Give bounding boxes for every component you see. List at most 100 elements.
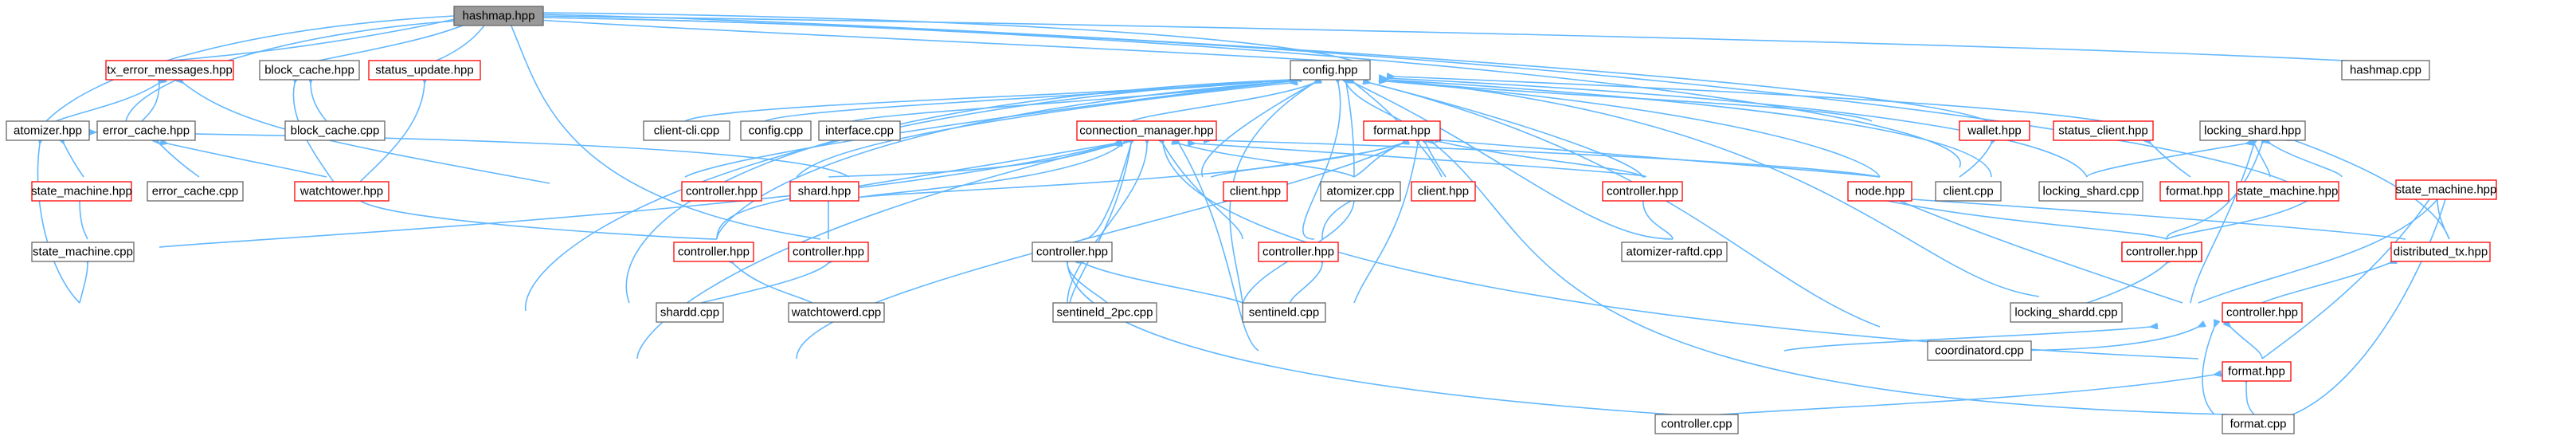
controller-hpp-2-node[interactable]: controller.hpp <box>1602 181 1683 202</box>
node-box <box>294 181 390 202</box>
client-hpp-2-node[interactable]: client.hpp <box>1411 181 1476 202</box>
locking-shard-hpp-node[interactable]: locking_shard.hpp <box>2199 120 2306 141</box>
edge <box>1434 140 1644 178</box>
locking-shardd-cpp-node[interactable]: locking_shardd.cpp <box>2010 302 2123 323</box>
edge <box>848 143 1402 200</box>
connection-manager-hpp-node[interactable]: connection_manager.hpp <box>1076 120 1217 141</box>
controller-hpp-1-node[interactable]: controller.hpp <box>681 181 762 202</box>
edge <box>1302 83 1341 240</box>
state-machine-hpp-3-node[interactable]: state_machine.hpp <box>31 181 132 202</box>
atomizer-raftd-cpp-node[interactable]: atomizer-raftd.cpp <box>1621 242 1728 262</box>
controller-hpp-7-node[interactable]: controller.hpp <box>2121 242 2202 262</box>
controller-cpp-node[interactable]: controller.cpp <box>1654 414 1739 434</box>
format-cpp-node[interactable]: format.cpp <box>2222 414 2295 434</box>
node-label: status_update.hpp <box>375 64 473 77</box>
wallet-hpp-node[interactable]: wallet.hpp <box>1959 120 2030 141</box>
node-label: node.hpp <box>1855 185 1905 198</box>
node-label: config.cpp <box>749 124 803 138</box>
state-machine-hpp-1-node[interactable]: state_machine.hpp <box>2395 179 2497 200</box>
node-box <box>1032 242 1113 262</box>
tx-error-messages-hpp-node[interactable]: tx_error_messages.hpp <box>105 60 234 81</box>
format-hpp-1-node[interactable]: format.hpp <box>1363 120 1441 141</box>
edge <box>543 13 1363 65</box>
node-label: watchtowerd.cpp <box>791 306 882 320</box>
coordinatord-cpp-node[interactable]: coordinatord.cpp <box>1927 340 2032 361</box>
edge <box>1290 263 1322 304</box>
edge <box>1643 199 1674 240</box>
controller-hpp-5-node[interactable]: controller.hpp <box>1032 242 1113 262</box>
hashmap-cpp-node[interactable]: hashmap.cpp <box>2341 60 2430 81</box>
edge <box>1783 327 2151 352</box>
edge <box>141 83 159 122</box>
node-label: client.cpp <box>1943 185 1993 198</box>
node-box <box>368 60 481 81</box>
status-client-hpp-node[interactable]: status_client.hpp <box>2053 120 2154 141</box>
node-label: error_cache.hpp <box>103 124 190 138</box>
edge <box>1210 143 1402 178</box>
edge <box>543 18 2292 184</box>
node-label: wallet.hpp <box>1967 124 2022 138</box>
node-label: locking_shard.hpp <box>2204 124 2301 138</box>
format-hpp-2-node[interactable]: format.hpp <box>2159 181 2230 202</box>
sentineld-cpp-node[interactable]: sentineld.cpp <box>1242 302 1326 323</box>
edge <box>2246 383 2255 415</box>
controller-hpp-6-node[interactable]: controller.hpp <box>1258 242 1339 262</box>
block-cache-hpp-node[interactable]: block_cache.hpp <box>259 60 360 81</box>
node-box <box>1927 340 2032 361</box>
edge <box>1386 78 2088 178</box>
controller-hpp-9-node[interactable]: controller.hpp <box>2222 302 2303 323</box>
node-label: interface.cpp <box>825 124 894 138</box>
watchtowerd-cpp-node[interactable]: watchtowerd.cpp <box>788 302 885 323</box>
node-label: controller.hpp <box>686 185 758 198</box>
format-hpp-3-node[interactable]: format.hpp <box>2222 361 2292 382</box>
node-label: format.hpp <box>1373 124 1431 138</box>
edge <box>96 132 850 178</box>
interface-cpp-node[interactable]: interface.cpp <box>818 120 901 141</box>
client-cpp-node[interactable]: client.cpp <box>1935 181 2002 202</box>
atomizer-cpp-node[interactable]: atomizer.cpp <box>1320 181 1401 202</box>
state-machine-cpp-node[interactable]: state_machine.cpp <box>31 242 135 262</box>
controller-hpp-4-node[interactable]: controller.hpp <box>788 242 869 262</box>
node-label: config.hpp <box>1302 64 1357 77</box>
config-hpp-node[interactable]: config.hpp <box>1290 60 1371 81</box>
edge <box>45 16 454 122</box>
edge <box>170 18 462 61</box>
node-box <box>2222 302 2303 323</box>
status-update-hpp-node[interactable]: status_update.hpp <box>368 60 481 81</box>
sentinel-2pc-cpp-node[interactable]: sentineld_2pc.cpp <box>1052 302 1157 323</box>
controller-hpp-3-node[interactable]: controller.hpp <box>673 242 754 262</box>
shard-hpp-node[interactable]: shard.hpp <box>789 181 859 202</box>
error-cache-cpp-node[interactable]: error_cache.cpp <box>147 181 244 202</box>
edge <box>543 16 2403 65</box>
edge <box>1346 83 1403 122</box>
block-cache-cpp-node[interactable]: block_cache.cpp <box>284 120 386 141</box>
edge <box>1370 83 1881 328</box>
node-box <box>2222 414 2295 434</box>
watchtower-hpp-node[interactable]: watchtower.hpp <box>294 181 390 202</box>
client-cli-cpp-node[interactable]: client-cli.cpp <box>643 120 730 141</box>
node-box <box>284 120 386 141</box>
distributed-tx-hpp-node[interactable]: distributed_tx.hpp <box>2390 242 2491 262</box>
locking-shard-cpp-node[interactable]: locking_shard.cpp <box>2038 181 2143 202</box>
state-machine-hpp-2-node[interactable]: state_machine.hpp <box>2236 181 2339 202</box>
edge <box>1426 143 1447 178</box>
atomizer-hpp-node[interactable]: atomizer.hpp <box>6 120 90 141</box>
edge <box>37 143 80 304</box>
shardd-cpp-node[interactable]: shardd.cpp <box>656 302 724 323</box>
node-box <box>1411 181 1476 202</box>
edge <box>1386 80 2040 297</box>
node-label: hashmap.cpp <box>2350 64 2421 77</box>
node-label: tx_error_messages.hpp <box>107 64 233 77</box>
edge <box>2261 199 2429 359</box>
error-cache-hpp-node[interactable]: error_cache.hpp <box>96 120 196 141</box>
edge <box>2261 263 2390 304</box>
hashmap-hpp-node[interactable]: hashmap.hpp <box>453 6 544 26</box>
config-cpp-node[interactable]: config.cpp <box>740 120 812 141</box>
node-box <box>1052 302 1157 323</box>
node-label: format.hpp <box>2228 365 2285 379</box>
edge <box>436 21 487 61</box>
node-hpp-node[interactable]: node.hpp <box>1847 181 1912 202</box>
client-hpp-1-node[interactable]: client.hpp <box>1223 181 1288 202</box>
node-label: client.hpp <box>1418 185 1469 198</box>
edge <box>1353 143 1418 304</box>
